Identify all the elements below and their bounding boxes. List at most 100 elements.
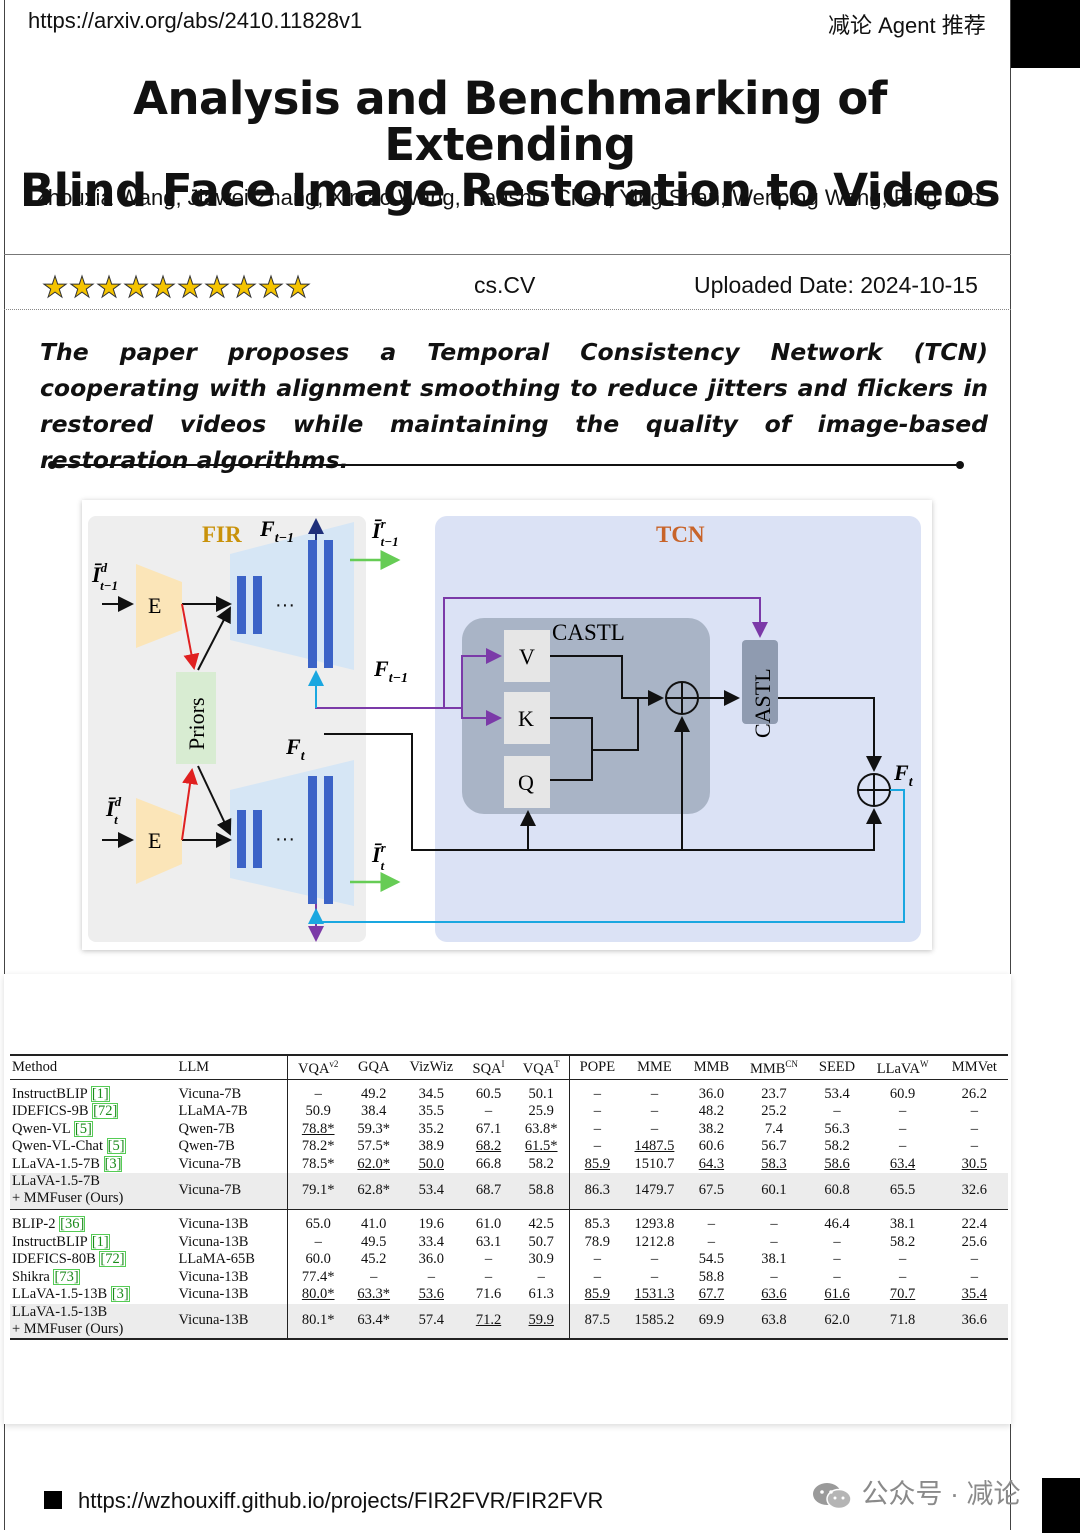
rating-stars: ★★★★★★★★★★ bbox=[42, 272, 312, 305]
score-cell: 63.4 bbox=[889, 1155, 916, 1172]
llm-cell: LLaMA-7B bbox=[178, 1103, 248, 1119]
score-cell: – bbox=[707, 1233, 716, 1250]
score-cell: 85.9 bbox=[569, 1286, 625, 1304]
score-cell: – bbox=[770, 1233, 778, 1250]
column-header: MME bbox=[637, 1058, 672, 1075]
paper-url[interactable]: https://arxiv.org/abs/2410.11828v1 bbox=[28, 8, 363, 33]
score-cell: 60.5 bbox=[475, 1085, 502, 1102]
score-cell: – bbox=[707, 1216, 716, 1232]
llm-cell: Vicuna-13B bbox=[178, 1286, 249, 1302]
score-cell: – bbox=[650, 1120, 659, 1137]
method-cell: IDEFICS-9B [72] bbox=[12, 1103, 119, 1119]
project-url[interactable]: https://wzhouxiff.github.io/projects/FIR… bbox=[78, 1488, 604, 1513]
score-cell: 79.1* bbox=[286, 1173, 349, 1210]
score-cell: 58.2 bbox=[824, 1138, 850, 1154]
castl-stack bbox=[742, 640, 778, 724]
score-cell: 25.2 bbox=[761, 1103, 787, 1119]
citation-link[interactable]: [5] bbox=[106, 1138, 126, 1154]
score-cell: – bbox=[898, 1268, 907, 1285]
score-cell: 63.8 bbox=[738, 1303, 810, 1340]
score-cell: 45.2 bbox=[361, 1251, 387, 1267]
score-cell: 71.8 bbox=[864, 1303, 941, 1340]
method-cell: InstructBLIP [1] bbox=[12, 1085, 110, 1102]
score-cell: 63.3* bbox=[357, 1286, 391, 1302]
score-cell: – bbox=[650, 1085, 659, 1102]
llm-cell: LLaMA-65B bbox=[178, 1251, 255, 1267]
divider-top bbox=[4, 254, 1011, 255]
score-cell: 26.2 bbox=[961, 1085, 988, 1102]
score-cell: 59.3* bbox=[357, 1120, 391, 1137]
encoder-bottom bbox=[136, 798, 182, 884]
score-cell: 49.5 bbox=[361, 1233, 387, 1250]
citation-link[interactable]: [36] bbox=[59, 1216, 86, 1232]
q-box bbox=[504, 756, 550, 808]
score-cell: 66.8 bbox=[475, 1155, 502, 1172]
score-cell: – bbox=[650, 1103, 659, 1119]
citation-link[interactable]: [3] bbox=[110, 1286, 130, 1302]
score-cell: – bbox=[484, 1103, 493, 1119]
score-cell: 87.5 bbox=[569, 1303, 625, 1340]
score-cell: 35.5 bbox=[418, 1103, 444, 1119]
castl-title: CASTL bbox=[552, 620, 625, 645]
score-cell: 67.5 bbox=[684, 1173, 739, 1210]
column-header: VizWiz bbox=[409, 1058, 454, 1075]
decoder-bottom bbox=[230, 760, 354, 906]
label-ft-1-bar: Ft−1 bbox=[373, 656, 408, 686]
column-header: LLaVAW bbox=[876, 1059, 929, 1077]
table-row-ours: LLaVA-1.5-13B + MMFuser (Ours)Vicuna-13B… bbox=[10, 1303, 1008, 1340]
citation-link[interactable]: [5] bbox=[73, 1120, 93, 1137]
citation-link[interactable]: [1] bbox=[90, 1233, 110, 1250]
score-cell: 63.4* bbox=[348, 1303, 399, 1340]
score-cell: – bbox=[898, 1251, 907, 1267]
score-cell: 36.6 bbox=[940, 1303, 1008, 1340]
encoder-top-label: E bbox=[148, 593, 161, 618]
method-cell: LLaVA-1.5-13B + MMFuser (Ours) bbox=[10, 1303, 177, 1340]
paper-title: Analysis and Benchmarking of Extending B… bbox=[10, 76, 1010, 214]
citation-link[interactable]: [72] bbox=[92, 1103, 119, 1119]
score-cell: 38.1 bbox=[889, 1216, 916, 1232]
score-cell: 65.5 bbox=[864, 1173, 941, 1210]
score-cell: 50.0 bbox=[418, 1155, 444, 1172]
score-cell: 78.9 bbox=[569, 1233, 625, 1251]
score-cell: 68.7 bbox=[463, 1173, 514, 1210]
score-cell: – bbox=[286, 1233, 349, 1251]
score-cell: 1531.3 bbox=[634, 1286, 675, 1302]
score-cell: 30.9 bbox=[528, 1251, 554, 1267]
score-cell: – bbox=[286, 1079, 349, 1103]
score-cell: 64.3 bbox=[698, 1155, 725, 1172]
score-cell: 61.3 bbox=[528, 1286, 554, 1302]
score-cell: 35.2 bbox=[418, 1120, 444, 1137]
score-cell: – bbox=[898, 1103, 907, 1119]
citation-link[interactable]: [72] bbox=[99, 1251, 126, 1267]
score-cell: 78.2* bbox=[286, 1138, 349, 1156]
tcn-label: TCN bbox=[656, 522, 705, 547]
score-cell: 25.6 bbox=[961, 1233, 988, 1250]
title-line-1: Analysis and Benchmarking of Extending bbox=[133, 72, 887, 171]
score-cell: 7.4 bbox=[764, 1120, 783, 1137]
citation-link[interactable]: [3] bbox=[103, 1155, 123, 1172]
score-cell: – bbox=[650, 1251, 659, 1267]
citation-link[interactable]: [1] bbox=[90, 1085, 110, 1102]
score-cell: 85.3 bbox=[569, 1209, 625, 1234]
score-cell: 38.4 bbox=[361, 1103, 387, 1119]
score-cell: 53.4 bbox=[398, 1173, 464, 1210]
score-cell: 58.8 bbox=[698, 1268, 725, 1285]
score-cell: 61.6 bbox=[824, 1286, 850, 1302]
score-cell: – bbox=[569, 1079, 625, 1103]
score-cell: – bbox=[898, 1120, 907, 1137]
score-cell: 60.9 bbox=[889, 1085, 916, 1102]
score-cell: 77.4* bbox=[286, 1268, 349, 1286]
score-cell: 49.2 bbox=[361, 1085, 387, 1102]
citation-link[interactable]: [73] bbox=[53, 1268, 80, 1285]
score-cell: 62.8* bbox=[348, 1173, 399, 1210]
llm-cell: Vicuna-7B bbox=[178, 1155, 242, 1172]
score-cell: 34.5 bbox=[418, 1085, 444, 1102]
